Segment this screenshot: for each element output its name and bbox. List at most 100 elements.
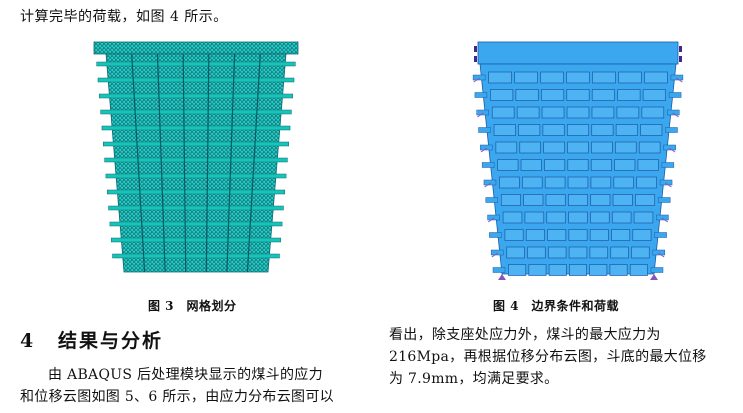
right-paragraph: 看出，除支座处应力外，煤斗的最大应力为 216Mpa，再根据位移分布云图，斗底的… <box>389 324 734 390</box>
mesh-hopper-body <box>105 53 287 273</box>
model-panel <box>519 141 541 154</box>
model-panel <box>540 71 564 84</box>
model-panel <box>614 159 636 171</box>
model-panel <box>508 264 527 276</box>
model-side-tab-right <box>670 74 684 81</box>
load-arrow-right <box>675 77 683 83</box>
model-side-tab-left <box>474 92 488 98</box>
model-panel <box>528 264 547 276</box>
model-panel <box>524 211 545 224</box>
left-text-line1: 由 ABAQUS 后处理模块显示的煤斗的应力 <box>48 367 323 383</box>
load-arrow-left <box>477 112 484 118</box>
left-text-line2: 和位移云图如图 5、6 所示，由应力分布云图可以 <box>20 389 334 405</box>
model-panel <box>590 159 612 171</box>
model-panel <box>493 124 516 136</box>
model-panel <box>612 194 633 206</box>
model-side-tab-left <box>478 127 491 133</box>
mesh-stiffener-band <box>97 77 295 83</box>
model-top-flange <box>477 41 679 65</box>
load-arrow-left <box>484 182 491 188</box>
mesh-stiffener-band <box>96 61 296 67</box>
model-side-tab-left <box>481 162 495 168</box>
model-side-tab-right <box>665 127 678 133</box>
model-panel <box>546 211 566 224</box>
model-panel <box>567 141 589 154</box>
right-text-line2: 216Mpa，再根据位移分布云图，斗底的最大位移 <box>389 349 707 365</box>
mesh-stiffener-band <box>109 221 283 227</box>
load-arrow-right <box>672 112 679 118</box>
mesh-vertical-rib <box>226 53 236 273</box>
model-panel <box>514 71 538 84</box>
model-panel <box>504 229 524 241</box>
mesh-stiffener-band <box>103 141 289 147</box>
model-panel <box>611 229 631 241</box>
mesh-vertical-rib <box>131 53 146 273</box>
model-panel <box>518 124 541 136</box>
mesh-top-rim <box>93 41 299 55</box>
model-panel <box>566 71 590 84</box>
model-side-tab-right <box>650 267 664 273</box>
model-panel <box>521 176 543 189</box>
model-side-tab-right <box>667 109 680 116</box>
model-panel <box>636 176 657 189</box>
mesh-stiffener-band <box>100 109 292 115</box>
mesh-stiffener-band <box>105 173 287 179</box>
model-panel <box>644 71 668 84</box>
mesh-figure <box>93 41 299 273</box>
model-panel <box>490 89 514 101</box>
bottom-support-left <box>498 274 506 280</box>
model-side-tab-right <box>663 144 676 151</box>
load-arrow-right <box>668 147 676 153</box>
model-panel <box>633 211 654 224</box>
mesh-vertical-rib <box>246 53 261 273</box>
model-side-tab-right <box>661 162 675 168</box>
model-side-tab-left <box>480 144 493 151</box>
model-side-tab-right <box>652 249 666 256</box>
model-panel <box>638 141 661 154</box>
model-panel <box>568 246 588 259</box>
model-side-tab-left <box>487 214 500 221</box>
model-side-tab-right <box>656 214 669 221</box>
model-side-tab-left <box>492 267 506 273</box>
model-panel <box>591 124 614 136</box>
model-panel <box>548 264 567 276</box>
model-panel <box>495 141 518 154</box>
mesh-vertical-rib <box>182 53 187 273</box>
model-panel <box>611 211 632 224</box>
model-panel <box>617 89 641 101</box>
model-panel <box>618 71 642 84</box>
model-panel <box>568 211 588 224</box>
model-panel <box>589 229 609 241</box>
intro-line: 计算完毕的荷载，如图 4 所示。 <box>20 9 228 25</box>
load-arrow-right <box>665 182 672 188</box>
model-panel <box>635 194 656 206</box>
model-panel <box>567 194 589 206</box>
model-panel <box>610 246 629 259</box>
load-arrow-left <box>473 77 481 83</box>
mesh-stiffener-band <box>106 189 286 195</box>
boundary-load-figure <box>472 41 684 280</box>
model-side-tab-right <box>659 179 673 186</box>
mesh-stiffener-band <box>110 237 282 243</box>
model-panel <box>590 194 611 206</box>
model-panel <box>488 71 512 84</box>
model-side-tab-left <box>476 109 489 116</box>
model-panel <box>641 106 665 119</box>
support-marker <box>474 46 477 52</box>
mesh-stiffener-band <box>99 93 293 99</box>
model-side-tab-right <box>654 232 667 238</box>
model-side-tab-left <box>490 249 504 256</box>
model-side-tab-right <box>657 197 671 203</box>
model-panel <box>506 246 525 259</box>
model-panel <box>566 89 590 101</box>
model-side-tab-right <box>668 92 682 98</box>
model-panel <box>523 194 544 206</box>
load-arrow-right <box>657 252 665 258</box>
mesh-vertical-rib <box>156 53 166 273</box>
model-panel <box>616 106 640 119</box>
model-panel <box>497 159 519 171</box>
right-text-line1: 看出，除支座处应力外，煤斗的最大应力为 <box>389 327 661 343</box>
model-panel <box>609 264 628 276</box>
model-panel <box>591 89 616 101</box>
